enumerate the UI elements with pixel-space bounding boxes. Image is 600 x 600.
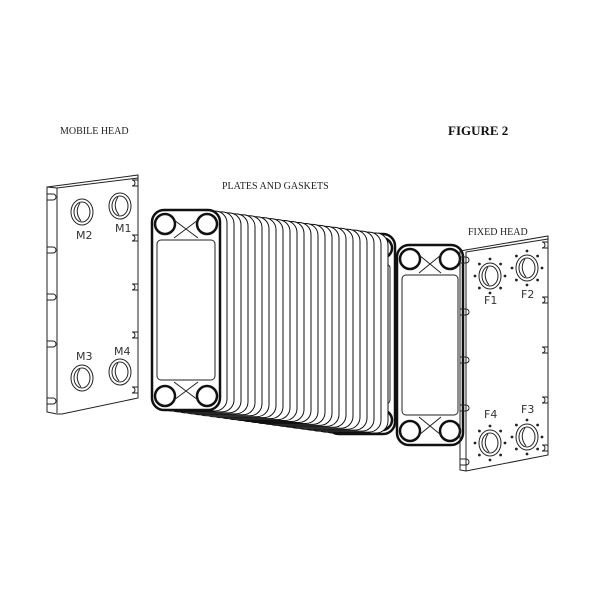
mobile-head-plate [46,174,139,415]
port-f4 [473,424,507,462]
guide-slot [47,293,57,301]
port-circle [153,212,177,236]
port-label-f4: F4 [484,408,497,421]
guide-slot [541,346,548,354]
port-label-f3: F3 [521,403,534,416]
guide-slot [131,386,138,394]
guide-slot [47,340,57,348]
guide-slot [460,356,470,364]
guide-slot [47,397,57,405]
port-m3 [70,364,94,392]
guide-slot [541,241,548,249]
port-f2 [510,249,544,287]
guide-slot [460,404,470,412]
mobile-head-label: MOBILE HEAD [60,126,129,137]
gasket-plate [395,243,465,447]
plate-pack [150,208,397,436]
plates-and-gaskets-label: PLATES AND GASKETS [222,181,329,192]
guide-slot [131,179,138,187]
port-label-m3: M3 [76,350,93,363]
port-circle [438,247,462,271]
port-label-f1: F1 [484,294,497,307]
port-m1 [108,192,132,220]
port-circle [398,419,422,443]
port-circle [195,212,219,236]
figure-title: FIGURE 2 [448,123,508,138]
fixed-head-label: FIXED HEAD [468,227,528,238]
guide-slot [460,256,470,264]
port-f1 [473,257,507,295]
port-label-m2: M2 [76,229,93,242]
single-gasket-plate [395,243,465,447]
guide-slot [460,308,470,316]
port-circle [195,384,219,408]
guide-slot [131,331,138,339]
guide-slot [131,283,138,291]
guide-slot [47,193,57,201]
port-circle [438,419,462,443]
port-circle [153,384,177,408]
guide-slot [541,396,548,404]
guide-slot [460,458,470,466]
fixed-head-plate [459,235,549,472]
pack-plate [150,208,222,412]
guide-slot [541,444,548,452]
port-label-f2: F2 [521,288,534,301]
guide-slot [541,296,548,304]
guide-slot [131,234,138,242]
port-m4 [108,358,132,386]
port-label-m4: M4 [114,345,131,358]
port-f3 [510,418,544,456]
guide-slot [47,246,57,254]
port-label-m1: M1 [115,222,132,235]
port-m2 [70,198,94,226]
port-circle [398,247,422,271]
